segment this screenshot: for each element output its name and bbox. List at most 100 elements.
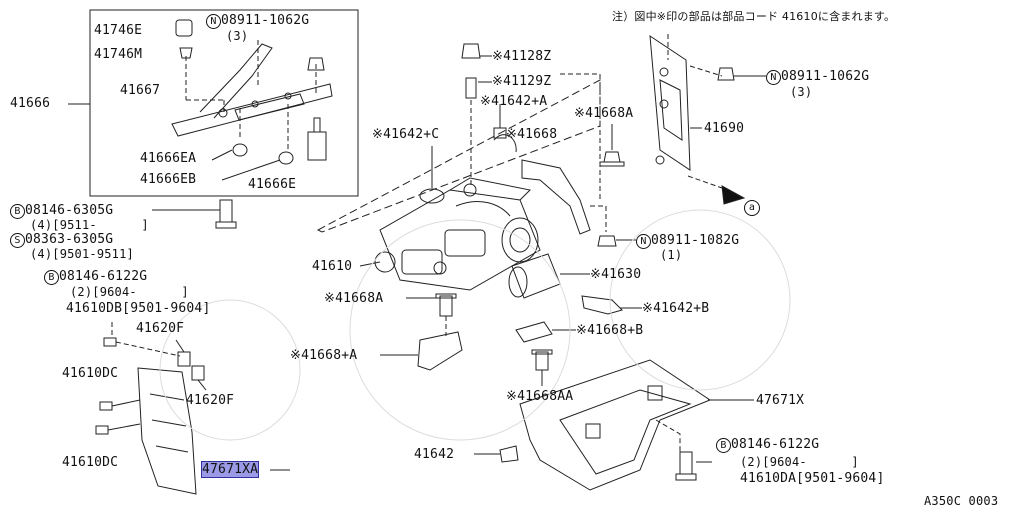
circle-b-icon: B: [716, 438, 731, 453]
screw-6305G-sub: (4)[9501-9511]: [30, 247, 134, 261]
highlighted-part: 47671XA: [200, 461, 260, 478]
part-nut-mid: [597, 235, 617, 247]
bolt-6122G-right-sub: (2)[9604- ]: [740, 455, 859, 469]
footnote: 注）図中※印の部品は部品コード 41610に含まれます。: [612, 10, 896, 23]
part-41129Z: [465, 77, 477, 99]
label-41642B: ※41642+B: [642, 301, 710, 316]
label-41630: ※41630: [590, 267, 642, 282]
label-41668: ※41668: [506, 127, 558, 142]
part-41620F-bottom: [191, 365, 205, 381]
bolt-6305G-sub: (4)[9511- ]: [30, 218, 149, 232]
label-41667: 41667: [120, 83, 161, 98]
label-41690: 41690: [704, 121, 745, 136]
label-41610DA: 41610DA[9501-9604]: [740, 471, 885, 486]
bracket-41667: [171, 83, 333, 137]
part-41668plusA: [417, 331, 463, 371]
diagram-code: A350C 0003: [924, 494, 999, 508]
part-nut-top: [307, 57, 325, 71]
watermark: [159, 209, 791, 441]
label-41668AA: ※41668AA: [506, 389, 574, 404]
label-41129Z: ※41129Z: [492, 74, 552, 89]
circle-b-icon: B: [44, 270, 59, 285]
label-41668plusA: ※41668+A: [290, 348, 358, 363]
part-41668: [521, 159, 591, 235]
bolt-6122G-left-code: 08146-6122G: [59, 269, 148, 284]
nut-top-qty: (3): [226, 29, 249, 43]
bolt-08146-6305G: [215, 199, 237, 229]
part-41610-body: [374, 177, 541, 291]
inset-box: [89, 9, 359, 197]
label-41668A-mid: ※41668A: [324, 291, 384, 306]
label-41610DB: 41610DB[9501-9604]: [66, 301, 211, 316]
part-41668A-top: [599, 151, 625, 167]
part-41666E: [307, 117, 327, 161]
circle-n-icon: N: [206, 14, 221, 29]
part-41666EB: [278, 151, 294, 165]
label-41666E: 41666E: [248, 177, 297, 192]
label-41620F-top: 41620F: [136, 321, 185, 336]
part-nut-right: [717, 67, 735, 81]
bolt-6305G-code: 08146-6305G: [25, 203, 114, 218]
ref-a-label: a: [744, 200, 760, 216]
nut-mid-code: 08911-1082G: [651, 233, 740, 248]
part-41642: [499, 445, 519, 463]
bolt-08146-6122G-left: [103, 337, 117, 347]
bolt-08146-6122G-right: [675, 451, 697, 481]
part-41630: [508, 253, 561, 299]
nut-right-code: 08911-1062G: [781, 69, 870, 84]
circle-a-icon: a: [744, 200, 760, 216]
label-41642C: ※41642+C: [372, 127, 440, 142]
label-41610DC-bottom: 41610DC: [62, 455, 119, 470]
label-47671XA: 47671XA: [200, 461, 260, 478]
nut-mid-qty: (1): [660, 248, 683, 262]
part-41668B: [515, 321, 553, 343]
label-41746E: 41746E: [94, 23, 143, 38]
part-41642B: [581, 295, 623, 315]
arrow-a: [721, 185, 746, 205]
part-41690: [649, 35, 691, 171]
label-41642: 41642: [414, 447, 455, 462]
part-41668AA: [531, 349, 553, 371]
label-41610: 41610: [312, 259, 353, 274]
bolt-6122G-left-sub: (2)[9604- ]: [70, 285, 189, 299]
part-41620F-top: [177, 351, 191, 367]
part-47671X: [519, 359, 712, 491]
circle-n-icon: N: [766, 70, 781, 85]
label-41666EB: 41666EB: [140, 172, 197, 187]
part-41128Z: [461, 43, 481, 59]
nut-right-qty: (3): [790, 85, 813, 99]
circle-n-icon: N: [636, 234, 651, 249]
label-41642A: ※41642+A: [480, 94, 548, 109]
part-41668A-mid: [435, 293, 457, 317]
circle-s-icon: S: [10, 233, 25, 248]
nut-top-code: 08911-1062G: [221, 13, 310, 28]
label-47671X: 47671X: [756, 393, 805, 408]
label-41610DC-top: 41610DC: [62, 366, 119, 381]
label-41620F-bottom: 41620F: [186, 393, 235, 408]
mount-plane: [316, 79, 601, 233]
circle-b-icon: B: [10, 204, 25, 219]
label-41668A-top: ※41668A: [574, 106, 634, 121]
label-41668B: ※41668+B: [576, 323, 644, 338]
bolt-6122G-right-code: 08146-6122G: [731, 437, 820, 452]
screw-41610DC-top: [99, 401, 113, 411]
part-41746M: [179, 47, 193, 59]
part-41642C: [419, 188, 445, 204]
part-47671XA: [137, 367, 197, 495]
part-41666EA: [232, 143, 248, 157]
part-41746E: [175, 19, 193, 37]
screw-6305G-code: 08363-6305G: [25, 232, 114, 247]
label-41128Z: ※41128Z: [492, 49, 552, 64]
label-41746M: 41746M: [94, 47, 143, 62]
label-41666EA: 41666EA: [140, 151, 197, 166]
label-41666: 41666: [10, 96, 51, 111]
